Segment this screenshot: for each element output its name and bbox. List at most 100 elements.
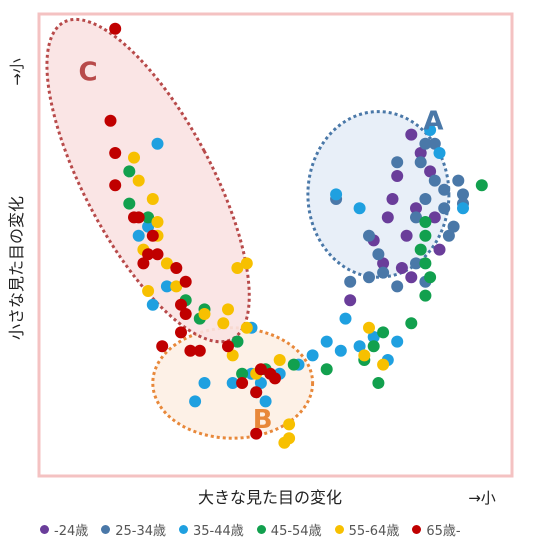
point-series-2 bbox=[363, 271, 375, 284]
point-series-6 bbox=[175, 326, 187, 339]
point-series-2 bbox=[457, 188, 469, 201]
cluster-a-label: A bbox=[423, 106, 443, 136]
point-series-1 bbox=[414, 147, 427, 159]
point-series-6 bbox=[269, 372, 281, 385]
point-series-2 bbox=[442, 229, 455, 242]
point-series-3 bbox=[146, 298, 159, 311]
legend-item-3: 35-44歳 bbox=[179, 520, 244, 539]
point-series-5 bbox=[170, 280, 183, 293]
point-series-4 bbox=[287, 358, 300, 371]
point-series-4 bbox=[419, 257, 432, 270]
point-series-4 bbox=[405, 317, 418, 330]
point-series-6 bbox=[156, 340, 169, 353]
point-series-5 bbox=[226, 349, 239, 362]
point-series-2 bbox=[391, 156, 404, 169]
point-series-6 bbox=[137, 257, 150, 270]
point-series-6 bbox=[132, 211, 145, 224]
point-series-5 bbox=[278, 436, 291, 449]
point-series-6 bbox=[109, 22, 122, 35]
legend-label-6: 65歳- bbox=[426, 523, 461, 539]
point-series-4 bbox=[123, 165, 136, 178]
point-series-5 bbox=[222, 303, 234, 316]
point-series-1 bbox=[377, 257, 390, 270]
point-series-3 bbox=[226, 377, 239, 389]
point-series-2 bbox=[428, 137, 441, 150]
point-series-4 bbox=[419, 229, 432, 242]
point-series-3 bbox=[132, 229, 145, 242]
cluster-c-label: C bbox=[79, 58, 98, 88]
legend-label-1: -24歳 bbox=[54, 523, 89, 539]
point-series-2 bbox=[414, 156, 427, 169]
point-series-1 bbox=[405, 271, 418, 284]
point-series-4 bbox=[142, 211, 155, 224]
point-series-5 bbox=[160, 257, 173, 270]
chart-frame bbox=[37, 12, 514, 478]
point-series-2 bbox=[410, 211, 422, 224]
legend-item-6: 65歳- bbox=[412, 520, 461, 539]
point-series-6 bbox=[250, 427, 263, 440]
point-series-5 bbox=[273, 354, 286, 366]
point-series-4 bbox=[475, 179, 488, 192]
point-series-6 bbox=[151, 248, 164, 261]
point-series-4 bbox=[419, 216, 432, 228]
point-series-3 bbox=[353, 340, 366, 353]
legend-item-2: 25-34歳 bbox=[101, 520, 166, 539]
cluster-c-ellipse bbox=[45, 17, 251, 344]
point-series-2 bbox=[363, 229, 375, 242]
legend-marker-4 bbox=[256, 524, 266, 534]
point-series-5 bbox=[132, 174, 145, 187]
point-series-2 bbox=[438, 183, 451, 196]
y-arrow-label: →小 bbox=[8, 58, 26, 86]
point-series-6 bbox=[254, 363, 267, 376]
point-series-5 bbox=[151, 216, 164, 228]
point-series-5 bbox=[142, 285, 155, 297]
point-series-3 bbox=[306, 349, 319, 362]
point-series-2 bbox=[428, 174, 441, 187]
point-series-3 bbox=[330, 188, 343, 201]
point-series-5 bbox=[128, 151, 140, 164]
point-series-2 bbox=[344, 275, 357, 288]
cluster-a-ellipse bbox=[306, 110, 451, 279]
point-series-6 bbox=[179, 308, 192, 320]
point-series-5 bbox=[377, 358, 390, 371]
point-series-3 bbox=[339, 312, 352, 325]
point-series-5 bbox=[146, 193, 159, 205]
point-series-3 bbox=[367, 331, 380, 343]
point-series-1 bbox=[424, 165, 437, 178]
point-series-5 bbox=[198, 308, 211, 320]
point-series-4 bbox=[320, 363, 333, 376]
point-series-3 bbox=[353, 202, 366, 215]
point-series-2 bbox=[419, 137, 432, 150]
point-series-3 bbox=[160, 280, 173, 293]
point-series-3 bbox=[433, 147, 446, 159]
point-series-3 bbox=[198, 377, 211, 389]
legend-marker-3 bbox=[179, 524, 189, 534]
legend-item-5: 55-64歳 bbox=[334, 520, 400, 539]
legend-item-1: -24歳 bbox=[40, 520, 88, 539]
legend-marker-2 bbox=[101, 524, 111, 534]
point-series-1 bbox=[400, 229, 413, 242]
point-series-1 bbox=[433, 243, 446, 256]
point-series-1 bbox=[405, 128, 418, 141]
point-series-3 bbox=[142, 220, 155, 233]
point-series-1 bbox=[395, 262, 408, 274]
point-series-2 bbox=[377, 266, 390, 279]
point-series-4 bbox=[231, 335, 244, 348]
point-series-6 bbox=[175, 298, 187, 311]
point-series-6 bbox=[104, 114, 117, 127]
point-series-2 bbox=[419, 193, 432, 205]
point-series-1 bbox=[344, 294, 357, 307]
point-series-6 bbox=[142, 248, 155, 261]
point-series-3 bbox=[457, 202, 469, 215]
cluster-b-label: B bbox=[253, 405, 273, 435]
point-series-4 bbox=[377, 326, 390, 339]
point-series-5 bbox=[217, 317, 230, 330]
x-axis-label: 大きな見た目の変化 bbox=[198, 488, 342, 507]
point-series-6 bbox=[236, 377, 249, 389]
legend-label-5: 55-64歳 bbox=[348, 523, 400, 539]
point-series-3 bbox=[334, 344, 347, 357]
legend-label-4: 45-54歳 bbox=[270, 523, 322, 539]
point-series-5 bbox=[358, 349, 371, 362]
point-series-6 bbox=[109, 147, 122, 159]
legend: -24歳 25-34歳 35-44歳 45-54歳 55-64歳 65歳- bbox=[40, 518, 461, 540]
